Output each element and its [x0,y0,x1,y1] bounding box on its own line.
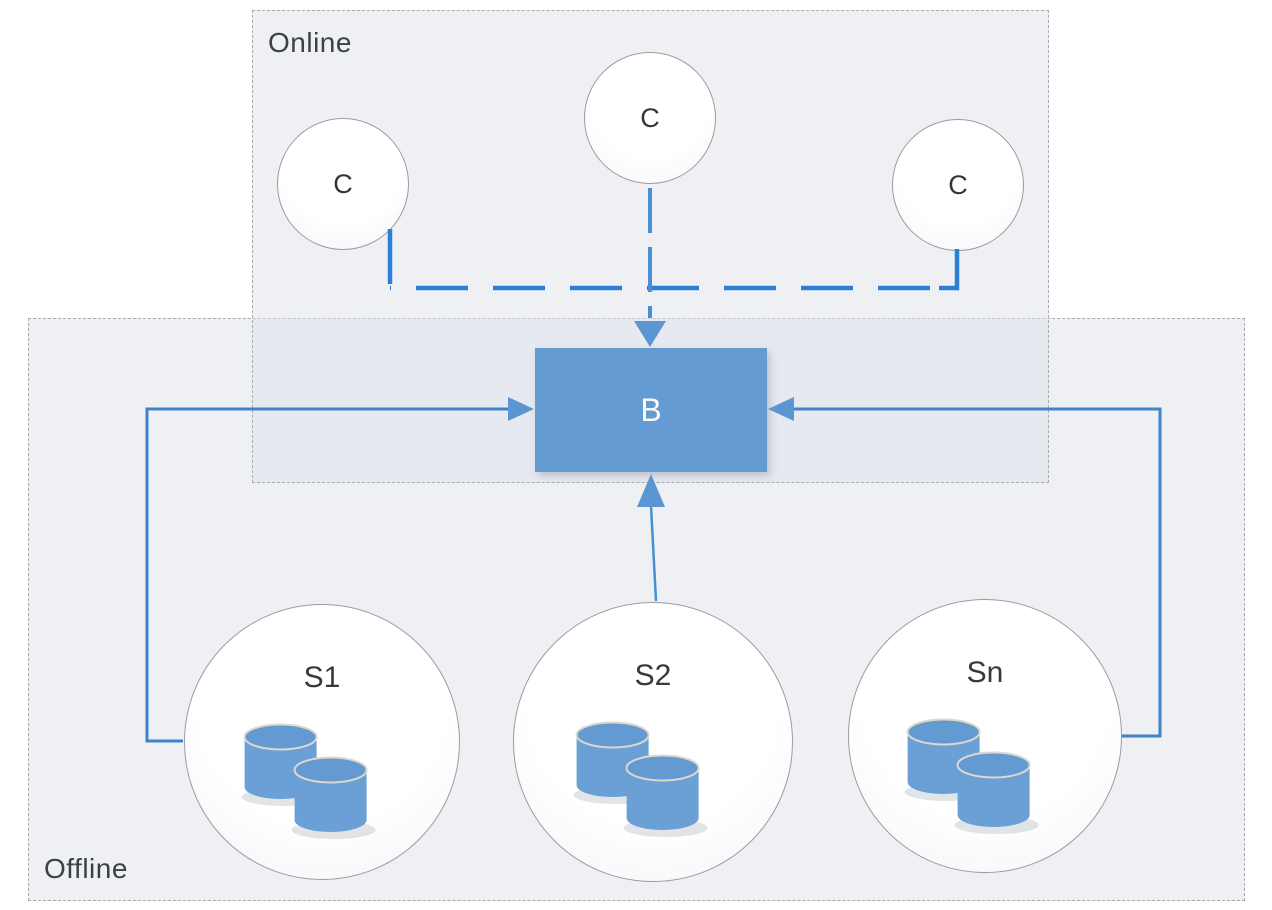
database-cylinder-front [623,754,708,837]
database-cylinder-front [292,756,377,839]
server-node-s1: S1 [184,604,460,880]
offline-region-label: Offline [44,853,128,884]
client-node-label: C [948,169,968,200]
broker-node-label: B [640,391,662,428]
client-node-3: C [892,119,1024,251]
database-cylinder-front [955,751,1040,834]
client-node-label: C [640,102,660,133]
server-node-sn: Sn [848,599,1122,873]
client-node-2: C [584,52,716,184]
broker-node: B [535,348,767,472]
database-icon [573,721,708,837]
server-node-label: S2 [634,659,672,692]
client-node-1: C [277,118,409,250]
server-node-s2: S2 [513,602,793,882]
server-node-label: S1 [303,661,341,694]
online-region-label: Online [268,27,352,58]
server-node-label: Sn [966,656,1004,689]
client-node-label: C [333,168,353,199]
database-icon [242,723,377,839]
database-icon [905,718,1040,834]
